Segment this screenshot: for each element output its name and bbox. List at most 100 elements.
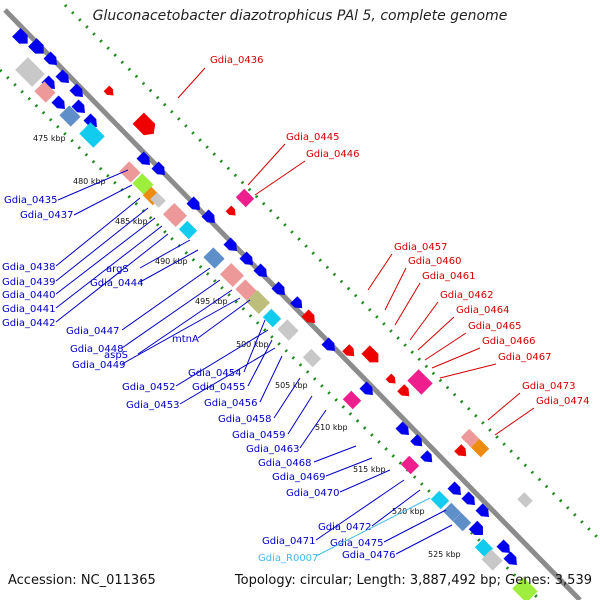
gene-label: Gdia_0469 bbox=[272, 472, 325, 483]
gene-box bbox=[277, 319, 299, 341]
gene-arrow bbox=[103, 85, 114, 96]
gene-label: Gdia_0461 bbox=[422, 271, 475, 282]
leader-line bbox=[287, 395, 313, 435]
gene-arrow bbox=[395, 421, 409, 435]
gene-label: Gdia_0437 bbox=[20, 210, 73, 221]
gene-arrow bbox=[71, 99, 85, 113]
gene-arrow bbox=[385, 373, 396, 384]
leader-line bbox=[273, 377, 301, 419]
kbp-tick-label: 480 kbp bbox=[73, 177, 106, 186]
gene-arrow bbox=[69, 83, 83, 97]
gene-arrow bbox=[468, 520, 483, 535]
gene-label: Gdia_0472 bbox=[318, 522, 371, 533]
gene-label: Gdia_0446 bbox=[306, 149, 359, 160]
outer-dotted-ring bbox=[63, 3, 600, 542]
gene-label: Gdia_0455 bbox=[192, 382, 245, 393]
gene-label: Gdia_0468 bbox=[258, 458, 311, 469]
gene-arrow bbox=[186, 196, 200, 210]
leader-line bbox=[247, 143, 286, 186]
gene-box bbox=[430, 490, 450, 510]
leader-line bbox=[121, 267, 211, 331]
gene-arrow bbox=[83, 113, 97, 127]
gene-arrow bbox=[461, 491, 475, 505]
gene-arrow bbox=[496, 539, 510, 553]
gene-box bbox=[517, 492, 533, 508]
gene-box bbox=[442, 502, 462, 522]
gene-arrow bbox=[503, 551, 517, 565]
gene-arrow bbox=[410, 434, 423, 447]
leader-line bbox=[121, 279, 221, 349]
gene-label: Gdia_0471 bbox=[262, 536, 315, 547]
leader-line bbox=[243, 319, 266, 373]
gene-box bbox=[470, 438, 490, 458]
gene-box bbox=[512, 577, 538, 600]
gene-box bbox=[245, 289, 271, 315]
gene-box bbox=[59, 105, 81, 127]
accession-text: Accession: NC_011365 bbox=[8, 573, 156, 588]
gene-label: Gdia_0456 bbox=[204, 398, 257, 409]
gene-labels: Gdia_0436Gdia_0445Gdia_0446Gdia_0457Gdia… bbox=[2, 55, 589, 564]
gene-label: argS bbox=[106, 264, 129, 275]
gene-arrow bbox=[321, 337, 335, 351]
gene-box bbox=[178, 220, 198, 240]
gene-arrow bbox=[12, 28, 28, 44]
leader-line bbox=[139, 239, 191, 269]
kbp-tick-label: 525 kbp bbox=[428, 550, 461, 559]
leader-line bbox=[175, 329, 269, 387]
gene-label: Gdia_0439 bbox=[2, 277, 55, 288]
gene-arrow bbox=[151, 161, 165, 175]
gene-box bbox=[302, 348, 322, 368]
gene-box bbox=[119, 161, 141, 183]
gene-box bbox=[452, 512, 472, 532]
gene-arrow bbox=[475, 503, 489, 517]
leader-line bbox=[121, 297, 241, 365]
leader-line bbox=[417, 316, 455, 351]
gene-arrow bbox=[361, 345, 379, 363]
leader-line bbox=[137, 289, 233, 355]
kbp-tick-label: 515 kbp bbox=[353, 465, 386, 474]
kbp-tick-label: 520 kbp bbox=[392, 507, 425, 516]
gene-label: Gdia_0476 bbox=[342, 550, 395, 561]
gene-arrow bbox=[301, 309, 315, 323]
gene-label: Gdia_0465 bbox=[468, 321, 521, 332]
gene-label: mtnA bbox=[172, 334, 199, 345]
leader-line bbox=[325, 457, 373, 477]
gene-arrow bbox=[447, 481, 461, 495]
leader-line bbox=[55, 197, 141, 267]
gene-box bbox=[150, 192, 166, 208]
gene-box bbox=[15, 57, 45, 87]
gene-label: Gdia_0454 bbox=[188, 368, 241, 379]
gene-label: aspS bbox=[104, 350, 128, 361]
gene-box bbox=[34, 81, 56, 103]
gene-label: Gdia_0460 bbox=[408, 256, 461, 267]
gene-label: Gdia_0442 bbox=[2, 318, 55, 329]
leader-line bbox=[73, 184, 133, 216]
gene-box bbox=[460, 428, 480, 448]
gene-arrow bbox=[28, 38, 44, 54]
leader-line bbox=[55, 207, 149, 282]
kbp-tick-label: 490 kbp bbox=[155, 257, 188, 266]
gene-arrow bbox=[55, 69, 69, 83]
leader-line bbox=[57, 169, 129, 201]
leader-line bbox=[313, 445, 357, 463]
leader-line bbox=[55, 217, 156, 295]
topology-summary: Topology: circular; Length: 3,887,492 bp… bbox=[234, 573, 592, 588]
leader-line bbox=[424, 332, 467, 361]
leader-line bbox=[315, 479, 405, 541]
leader-line bbox=[179, 347, 276, 405]
gene-label: Gdia_0444 bbox=[90, 278, 143, 289]
gene-arrow bbox=[43, 51, 57, 65]
gene-label: Gdia_0475 bbox=[330, 538, 383, 549]
gene-box bbox=[262, 308, 282, 328]
gene-label: Gdia_0445 bbox=[286, 132, 339, 143]
gene-arrow bbox=[359, 381, 373, 395]
gene-label: Gdia_0438 bbox=[2, 262, 55, 273]
leader-line bbox=[494, 407, 535, 436]
gene-arrow bbox=[223, 237, 237, 251]
gene-label: Gdia_0452 bbox=[122, 382, 175, 393]
gene-label: Gdia_0474 bbox=[536, 396, 589, 407]
gene-box bbox=[407, 369, 433, 395]
gene-arrow bbox=[239, 251, 253, 265]
gene-label: Gdia_0435 bbox=[4, 195, 57, 206]
